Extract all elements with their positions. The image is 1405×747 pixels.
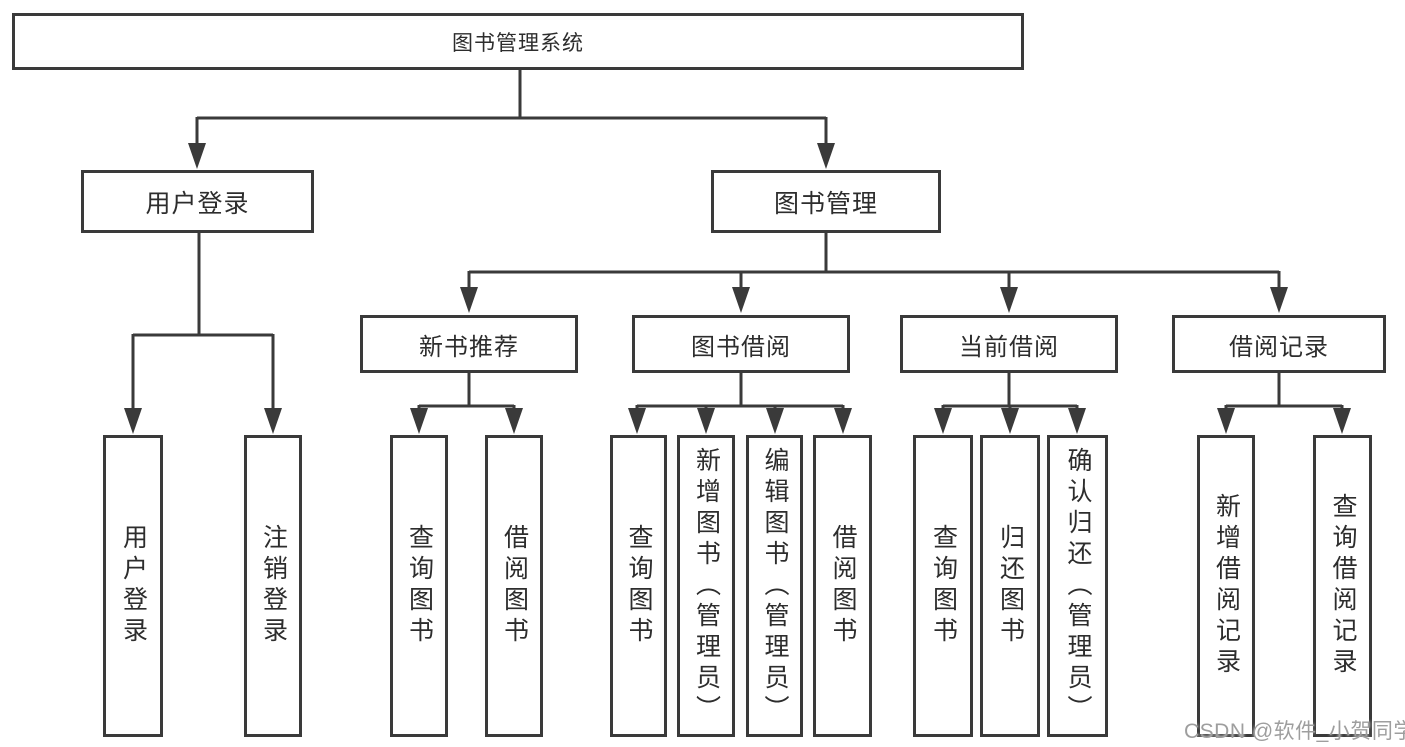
leaf-add-books-admin: 新增图书（管理员）: [677, 435, 735, 737]
leaf-label: 用户登录: [119, 524, 148, 648]
leaf-label: 借阅图书: [829, 524, 857, 648]
leaf-confirm-return-admin: 确认归还（管理员）: [1047, 435, 1108, 737]
node-label: 用户登录: [145, 189, 250, 218]
leaf-label: 编辑图书（管理员）: [761, 446, 789, 726]
node-user-login-branch: 用户登录: [81, 170, 314, 233]
leaf-label: 新增借阅记录: [1212, 493, 1241, 679]
leaf-label: 查询借阅记录: [1329, 493, 1357, 679]
node-label: 图书管理: [773, 189, 878, 218]
leaf-label: 查询图书: [405, 524, 434, 648]
node-book-borrowing: 图书借阅: [632, 315, 850, 373]
leaf-edit-books-admin: 编辑图书（管理员）: [746, 435, 803, 737]
leaf-add-borrow-record: 新增借阅记录: [1197, 435, 1255, 737]
node-library-management-system: 图书管理系统: [12, 13, 1024, 70]
node-borrowing-records: 借阅记录: [1172, 315, 1386, 373]
node-new-book-recommendation: 新书推荐: [360, 315, 578, 373]
node-label: 图书借阅: [691, 333, 791, 361]
node-current-borrowing: 当前借阅: [900, 315, 1118, 373]
leaf-label: 归还图书: [996, 524, 1025, 648]
leaf-logout: 注销登录: [244, 435, 302, 737]
csdn-watermark: CSDN @软件_小贺同学: [1184, 720, 1405, 743]
node-book-management-branch: 图书管理: [711, 170, 941, 233]
leaf-label: 新增图书（管理员）: [692, 446, 721, 726]
leaf-query-books: 查询图书: [390, 435, 448, 737]
leaf-query-books: 查询图书: [610, 435, 667, 737]
leaf-label: 注销登录: [259, 524, 288, 648]
leaf-borrow-books: 借阅图书: [485, 435, 543, 737]
leaf-query-borrow-record: 查询借阅记录: [1313, 435, 1372, 737]
leaf-user-login: 用户登录: [103, 435, 163, 737]
leaf-label: 借阅图书: [500, 524, 529, 648]
leaf-return-books: 归还图书: [980, 435, 1040, 737]
leaf-label: 查询图书: [929, 524, 958, 648]
node-label: 图书管理系统: [452, 31, 584, 55]
node-label: 借阅记录: [1229, 333, 1329, 361]
leaf-label: 查询图书: [625, 524, 653, 648]
leaf-query-books: 查询图书: [913, 435, 973, 737]
leaf-borrow-books: 借阅图书: [813, 435, 872, 737]
leaf-label: 确认归还（管理员）: [1064, 446, 1092, 726]
node-label: 新书推荐: [419, 333, 519, 361]
node-label: 当前借阅: [959, 333, 1059, 361]
